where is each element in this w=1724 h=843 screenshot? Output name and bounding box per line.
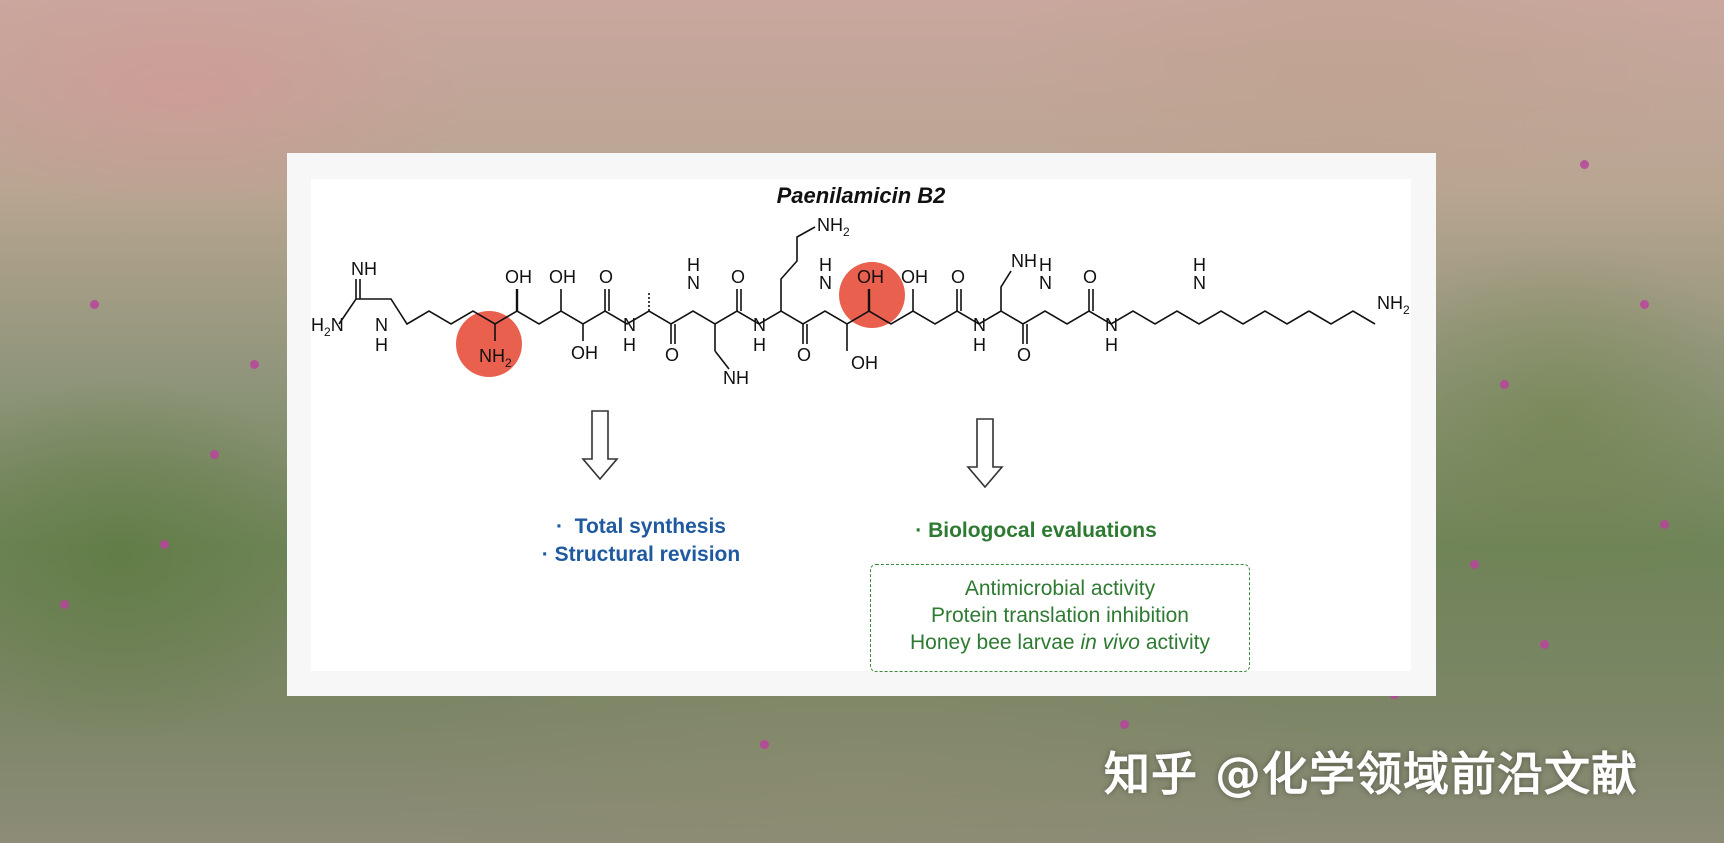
flower-decoration — [1120, 720, 1129, 729]
label-oh-2: OH — [549, 267, 576, 287]
label-n-7: N — [1105, 315, 1118, 335]
flower-decoration — [90, 300, 99, 309]
flower-decoration — [60, 600, 69, 609]
synthesis-outcomes: · Total synthesis · Structural revision — [461, 513, 821, 569]
backbone-tail — [1308, 310, 1376, 325]
highlight-circle-amine — [456, 311, 522, 377]
label-oh-hydroxymethyl: OH — [851, 353, 878, 373]
label-oh-3: OH — [571, 343, 598, 363]
label-oh-1: OH — [505, 267, 532, 287]
watermark-text: 知乎 @化学领域前沿文献 — [1104, 747, 1639, 801]
label-h-3: H — [753, 335, 766, 355]
arrow-down-left — [581, 410, 619, 481]
methylamine-side-chain — [1000, 270, 1012, 311]
label-nh2-terminal: NH2 — [1377, 293, 1410, 317]
flower-decoration — [1640, 300, 1649, 309]
label-n-6: N — [1039, 273, 1052, 293]
label-nh-methyl: NH — [1011, 251, 1037, 271]
label-n-4: N — [819, 273, 832, 293]
label-h2n: H2N — [311, 315, 344, 339]
molecule-title: Paenilamicin B2 — [776, 183, 946, 208]
label-nh2-lysine: NH2 — [817, 215, 850, 239]
label-o-7: O — [1083, 267, 1097, 287]
highlight-circle-hydroxyl — [839, 262, 905, 328]
outcome-item: · Total synthesis — [556, 515, 726, 538]
outcome-item: · Structural revision — [541, 543, 741, 566]
flower-decoration — [760, 740, 769, 749]
flower-decoration — [250, 360, 259, 369]
evaluation-item: Honey bee larvae in vivo activity — [910, 631, 1210, 654]
label-oh-highlighted: OH — [857, 267, 884, 287]
evaluation-item: Antimicrobial activity — [964, 577, 1156, 600]
label-h-5: H — [973, 335, 986, 355]
label-n-guanidine: N — [375, 315, 388, 335]
label-h-7: H — [1105, 335, 1118, 355]
label-n-2: N — [687, 273, 700, 293]
flower-decoration — [1500, 380, 1509, 389]
flower-decoration — [160, 540, 169, 549]
label-o-1: O — [599, 267, 613, 287]
flower-decoration — [1660, 520, 1669, 529]
label-h-guanidine: H — [375, 335, 388, 355]
side-chain-1b — [714, 350, 730, 370]
label-n-3: N — [753, 315, 766, 335]
label-h-2: H — [687, 255, 700, 275]
flower-decoration — [1540, 640, 1549, 649]
label-nh-side: NH — [723, 368, 749, 388]
label-o-5: O — [951, 267, 965, 287]
label-h-1: H — [623, 335, 636, 355]
flower-decoration — [1470, 560, 1479, 569]
figure-panel: Paenilamicin B2 — [311, 179, 1411, 672]
label-o-2: O — [665, 345, 679, 365]
label-nh2-highlighted: NH2 — [479, 346, 512, 370]
label-o-4: O — [797, 345, 811, 365]
evaluation-heading: · Biologocal evaluations — [915, 519, 1157, 542]
label-h-8: H — [1193, 255, 1206, 275]
label-n-8: N — [1193, 273, 1206, 293]
label-oh-5: OH — [901, 267, 928, 287]
chemical-structure: NH H2N N H NH2 OH OH OH O N H O N H NH O… — [311, 215, 1410, 489]
flower-decoration — [210, 450, 219, 459]
label-nh-guanidine: NH — [351, 259, 377, 279]
label-n-1: N — [623, 315, 636, 335]
evaluation-box: Antimicrobial activity Protein translati… — [870, 564, 1250, 672]
evaluation-item: Protein translation inhibition — [931, 604, 1189, 627]
lysine-side-chain — [780, 226, 816, 311]
label-h-4: H — [819, 255, 832, 275]
label-h-6: H — [1039, 255, 1052, 275]
label-o-3: O — [731, 267, 745, 287]
label-n-5: N — [973, 315, 986, 335]
figure-card: Paenilamicin B2 — [287, 153, 1436, 696]
flower-decoration — [1580, 160, 1589, 169]
label-o-6: O — [1017, 345, 1031, 365]
arrow-down-right — [966, 418, 1004, 489]
backbone-bonds — [338, 298, 1310, 326]
